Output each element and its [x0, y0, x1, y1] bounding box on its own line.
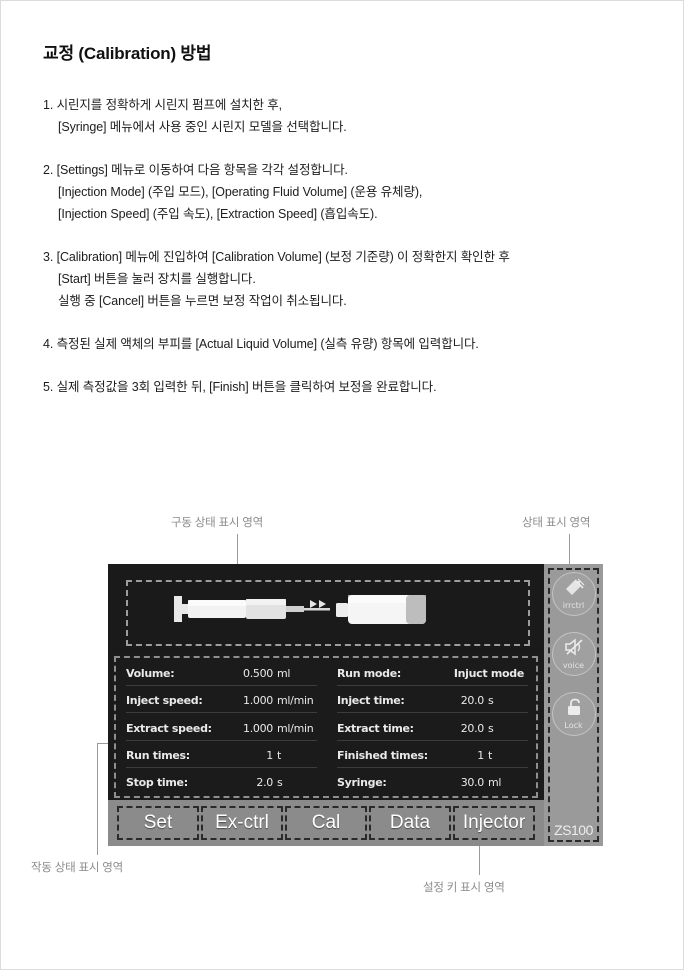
- drive-status-area: [108, 564, 544, 654]
- param-extract-speed-label: Extract speed:: [126, 721, 212, 735]
- step-2: 2. [Settings] 메뉴로 이동하여 다음 항목을 각각 설정합니다. …: [43, 159, 653, 225]
- param-run-mode-label: Run mode:: [337, 667, 402, 680]
- menu-button-injector[interactable]: Injector: [453, 806, 535, 840]
- setting-keys-area: Set Ex-ctrl Cal Data Injector: [108, 800, 544, 846]
- param-stop-time-unit: s: [277, 776, 283, 789]
- leader-line-operation-status-vertical: [97, 743, 98, 855]
- param-run-times-label: Run times:: [126, 748, 190, 762]
- instruction-document: 교정 (Calibration) 방법 1. 시린지를 정확하게 시린지 펌프에…: [43, 39, 653, 419]
- step-3: 3. [Calibration] 메뉴에 진입하여 [Calibration V…: [43, 246, 653, 312]
- param-syringe-unit: ml: [488, 776, 502, 789]
- annotation-drive-status: 구동 상태 표시 영역: [171, 517, 264, 529]
- param-run-times-value: 1: [266, 748, 273, 762]
- param-extract-time-value: 20.0: [460, 721, 485, 735]
- device-model-label: ZS100: [554, 822, 593, 838]
- drive-status-dashed-border: [126, 580, 530, 646]
- status-icon-voice-caption: voice: [562, 661, 585, 670]
- menu-button-cal[interactable]: Cal: [285, 806, 367, 840]
- parameter-column-left: Volume: 0.500 ml Inject speed: 1.000 ml/…: [126, 661, 325, 795]
- param-syringe-label: Syringe:: [337, 776, 387, 789]
- param-stop-time-label: Stop time:: [126, 776, 188, 789]
- unlocked-padlock-icon: [564, 698, 584, 720]
- param-volume-label: Volume:: [126, 667, 175, 680]
- param-inject-time-label: Inject time:: [337, 694, 405, 708]
- step-2-line-2: [Injection Mode] (주입 모드), [Operating Flu…: [58, 185, 423, 199]
- step-3-line-3: 실행 중 [Cancel] 버튼을 누르면 보정 작업이 취소됩니다.: [58, 294, 347, 308]
- menu-button-data[interactable]: Data: [369, 806, 451, 840]
- param-extract-time-unit: s: [488, 721, 494, 735]
- step-4-line-1: 4. 측정된 실제 액체의 부피를 [Actual Liquid Volume]…: [43, 337, 479, 351]
- param-extract-speed[interactable]: Extract speed: 1.000 ml/min: [126, 717, 317, 741]
- leader-line-drive-status: [237, 534, 238, 570]
- step-2-line-3: [Injection Speed] (주입 속도), [Extraction S…: [58, 207, 378, 221]
- param-extract-speed-value: 1.000: [243, 721, 273, 735]
- annotation-setting-keys: 설정 키 표시 영역: [423, 882, 505, 894]
- status-icon-irrctrl-caption: irrctrl: [562, 601, 585, 610]
- status-icon-lock-caption: Lock: [564, 721, 583, 730]
- status-icon-voice[interactable]: voice: [551, 632, 596, 676]
- param-stop-time-value: 2.0: [256, 776, 273, 789]
- param-finished-times-unit: t: [488, 748, 493, 762]
- step-3-line-2: [Start] 버튼을 눌러 장치를 실행합니다.: [58, 272, 256, 286]
- status-display-area: irrctrl voice: [544, 564, 603, 846]
- param-finished-times-value: 1: [477, 748, 484, 762]
- param-extract-speed-unit: ml/min: [277, 721, 314, 735]
- operation-status-area: Volume: 0.500 ml Inject speed: 1.000 ml/…: [108, 654, 544, 800]
- param-run-times[interactable]: Run times: 1 t: [126, 744, 317, 768]
- param-syringe[interactable]: Syringe: 30.0 ml: [337, 771, 528, 794]
- mute-speaker-icon: [563, 638, 585, 660]
- param-syringe-value: 30.0: [460, 776, 485, 789]
- annotation-operation-status: 작동 상태 표시 영역: [31, 862, 124, 874]
- param-run-times-unit: t: [277, 748, 282, 762]
- leader-line-setting-keys: [479, 841, 480, 875]
- parameter-grid: Volume: 0.500 ml Inject speed: 1.000 ml/…: [118, 657, 536, 798]
- page-title: 교정 (Calibration) 방법: [43, 44, 212, 63]
- step-5: 5. 실제 측정값을 3회 입력한 뒤, [Finish] 버튼을 클릭하여 보…: [43, 376, 653, 398]
- step-1: 1. 시린지를 정확하게 시린지 펌프에 설치한 후, [Syringe] 메뉴…: [43, 94, 653, 138]
- device-screenshot: Volume: 0.500 ml Inject speed: 1.000 ml/…: [108, 564, 603, 846]
- param-extract-time-label: Extract time:: [337, 721, 414, 735]
- param-inject-speed-value: 1.000: [243, 694, 273, 708]
- step-5-line-1: 5. 실제 측정값을 3회 입력한 뒤, [Finish] 버튼을 클릭하여 보…: [43, 380, 437, 394]
- status-icon-lock[interactable]: Lock: [551, 692, 596, 736]
- status-icon-irrctrl[interactable]: irrctrl: [551, 572, 596, 616]
- step-4: 4. 측정된 실제 액체의 부피를 [Actual Liquid Volume]…: [43, 333, 653, 355]
- param-run-mode[interactable]: Run mode: Injuct mode: [337, 662, 528, 686]
- step-1-line-2: [Syringe] 메뉴에서 사용 중인 시린지 모델을 선택합니다.: [58, 120, 347, 134]
- param-volume[interactable]: Volume: 0.500 ml: [126, 662, 317, 686]
- leader-line-status-display: [569, 534, 570, 572]
- parameter-column-right: Run mode: Injuct mode Inject time: 20.0 …: [325, 661, 528, 795]
- menu-button-set[interactable]: Set: [117, 806, 199, 840]
- param-extract-time[interactable]: Extract time: 20.0 s: [337, 717, 528, 741]
- param-finished-times[interactable]: Finished times: 1 t: [337, 744, 528, 768]
- param-inject-time[interactable]: Inject time: 20.0 s: [337, 689, 528, 714]
- step-2-line-1: 2. [Settings] 메뉴로 이동하여 다음 항목을 각각 설정합니다.: [43, 163, 348, 177]
- param-run-mode-value: Injuct mode: [453, 667, 524, 680]
- syringe-illustration: [174, 595, 426, 624]
- param-inject-time-value: 20.0: [460, 694, 485, 708]
- param-finished-times-label: Finished times:: [337, 748, 428, 762]
- step-3-line-1: 3. [Calibration] 메뉴에 진입하여 [Calibration V…: [43, 250, 510, 264]
- device-main-area: Volume: 0.500 ml Inject speed: 1.000 ml/…: [108, 564, 544, 846]
- param-inject-speed-unit: ml/min: [277, 694, 314, 708]
- param-inject-speed[interactable]: Inject speed: 1.000 ml/min: [126, 689, 317, 714]
- menu-button-ex-ctrl[interactable]: Ex-ctrl: [201, 806, 283, 840]
- param-inject-speed-label: Inject speed:: [126, 694, 203, 708]
- annotation-status-display: 상태 표시 영역: [522, 517, 591, 529]
- param-volume-unit: ml: [277, 667, 291, 680]
- device-screen: Volume: 0.500 ml Inject speed: 1.000 ml/…: [108, 564, 603, 846]
- param-volume-value: 0.500: [243, 667, 273, 680]
- step-1-line-1: 1. 시린지를 정확하게 시린지 펌프에 설치한 후,: [43, 98, 283, 112]
- remote-control-icon: [563, 578, 585, 600]
- param-stop-time[interactable]: Stop time: 2.0 s: [126, 771, 317, 794]
- param-inject-time-unit: s: [488, 694, 494, 708]
